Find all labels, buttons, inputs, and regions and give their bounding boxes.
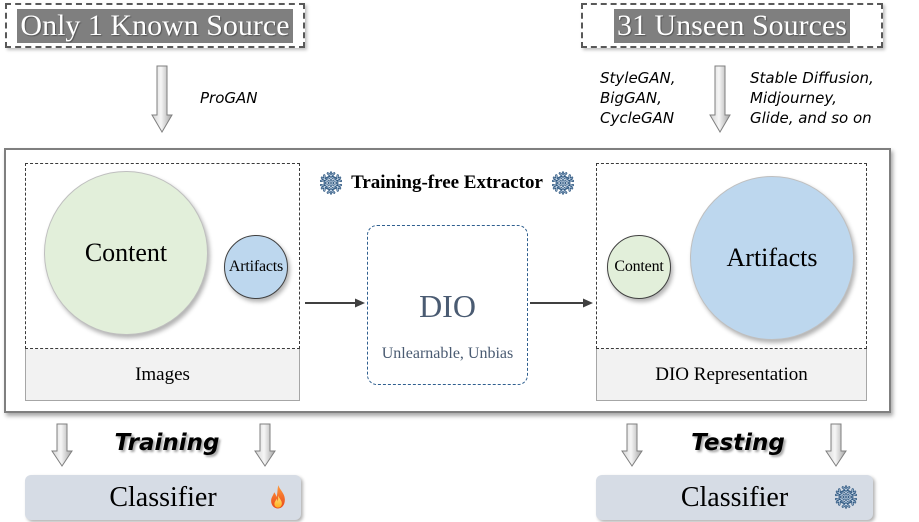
generator-stable-diffusion: Stable Diffusion, [750,69,874,87]
testing-classifier-label: Classifier [680,482,789,513]
generator-cyclegan: CycleGAN [600,109,675,127]
output-artifacts-circle: Artifacts [690,176,854,340]
extractor-title: Training-free Extractor [351,172,543,193]
unseen-sources-box: 31 Unseen Sources [581,3,883,48]
input-content-circle: Content [44,171,208,335]
output-components-area [596,163,867,349]
input-content-label: Content [84,238,168,267]
dio-extractor-name: DIO [419,288,476,324]
known-source-box: Only 1 Known Source [5,3,305,48]
generator-glide: Glide, and so on [750,109,872,127]
output-content-circle: Content [607,235,671,299]
dio-extractor-box: DIO Unlearnable, Unbias [367,225,528,385]
down-arrow-icon [825,423,847,467]
input-components-area [25,163,300,349]
output-representation-panel: Content Artifacts DIO Representation [596,163,867,401]
known-generator-list: ProGAN [200,88,258,108]
generator-midjourney: Midjourney, [750,89,837,107]
output-artifacts-label: Artifacts [726,243,818,272]
input-images-panel: Content Artifacts Images [25,163,300,401]
training-classifier-box: Classifier [25,475,301,520]
extractor-title-row: Training-free Extractor [313,171,581,195]
training-phase-label: Training [114,430,220,456]
known-source-label: Only 1 Known Source [17,8,293,43]
unseen-gan-list: StyleGAN, BigGAN, CycleGAN [600,68,676,128]
right-arrow-icon [305,298,365,308]
down-arrow-icon [621,423,643,467]
unseen-diffusion-list: Stable Diffusion, Midjourney, Glide, and… [750,68,874,128]
generator-progan: ProGAN [200,89,258,107]
down-arrow-icon [151,65,173,133]
dio-extractor-properties: Unlearnable, Unbias [381,345,514,362]
snowflake-icon [319,171,343,195]
fire-icon [267,484,289,510]
generator-stylegan: StyleGAN, [600,69,676,87]
snowflake-icon [834,485,858,509]
generator-biggan: BigGAN, [600,89,662,107]
right-arrow-icon [530,298,593,308]
pipeline-frame: Content Artifacts Images Training-free E… [4,148,891,413]
training-classifier-label: Classifier [109,482,217,513]
testing-phase-label: Testing [691,430,785,456]
unseen-sources-label: 31 Unseen Sources [614,8,850,43]
down-arrow-icon [254,423,276,467]
output-panel-label: DIO Representation [596,349,867,401]
output-content-label: Content [614,258,664,275]
input-artifacts-circle: Artifacts [224,235,288,299]
down-arrow-icon [51,423,73,467]
snowflake-icon [551,171,575,195]
input-panel-label: Images [25,349,300,401]
down-arrow-icon [709,65,731,133]
input-artifacts-label: Artifacts [228,258,284,275]
testing-classifier-box: Classifier [596,475,873,520]
